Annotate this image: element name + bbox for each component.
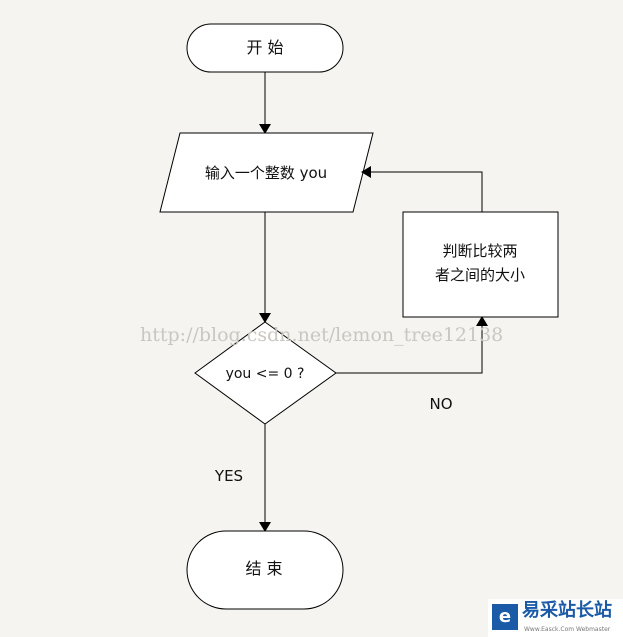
input-node [159,132,374,213]
watermark: http://blog.csdn.net/lemon_tree12138 [140,324,503,346]
start-label: 开 始 [246,38,283,57]
compare-label-line2: 者之间的大小 [435,266,525,284]
decision-label: you <= 0 ? [226,366,305,382]
logo-icon: e [492,604,518,630]
arrow-compare-to-input [361,166,483,212]
arrow-no-to-compare [336,316,488,374]
end-node [186,530,344,610]
site-logo: e 易采站长站 Www.Easck.Com Webmaster [488,599,623,637]
input-label: 输入一个整数 you [205,164,327,182]
end-label: 结 束 [245,559,282,578]
yes-label: YES [214,467,243,485]
logo-subtitle: Www.Easck.Com Webmaster [524,626,611,633]
no-label: NO [429,395,452,413]
compare-node [402,211,559,318]
logo-name: 易采站长站 [522,600,612,621]
compare-label-line1: 判断比较两 [442,242,517,260]
